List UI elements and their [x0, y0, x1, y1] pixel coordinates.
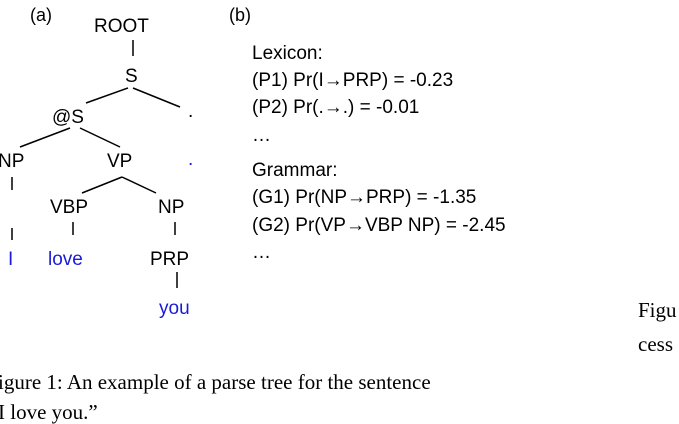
- edge-s-at-s: [85, 87, 129, 104]
- side-text-line2: cess: [638, 332, 673, 356]
- rule-g1: (G1) Pr(NP→PRP) = -1.35: [252, 187, 477, 208]
- edge-s-period: [132, 87, 181, 108]
- rule-p2: (P2) Pr(.→.) = -0.01: [252, 97, 420, 118]
- lexicon-ellipsis: …: [252, 125, 271, 146]
- rule-g2: (G2) Pr(VP→VBP NP) = -2.45: [252, 215, 506, 236]
- rule-p1: (P1) Pr(I→PRP) = -0.23: [252, 70, 454, 91]
- figure-caption-line1: igure 1: An example of a parse tree for …: [0, 370, 431, 394]
- tree-node-np-right: NP: [158, 197, 185, 218]
- tree-node-at-s: @S: [52, 107, 84, 128]
- edge-vp-vbp: [81, 176, 123, 194]
- parse-tree-edges: [11, 40, 181, 288]
- lexicon-header: Lexicon:: [252, 43, 323, 64]
- side-text-line1: Figu: [638, 298, 677, 322]
- tree-node-vbp: VBP: [50, 197, 89, 218]
- tree-word-period: .: [188, 149, 194, 170]
- tree-node-vp: VP: [107, 151, 133, 172]
- edge-at-s-vp: [79, 127, 121, 148]
- tree-node-root: ROOT: [94, 16, 149, 37]
- grammar-header: Grammar:: [252, 160, 338, 181]
- tree-node-s: S: [125, 66, 138, 87]
- figure-caption-line2: I love you.”: [0, 400, 98, 424]
- grammar-ellipsis: …: [252, 242, 271, 263]
- tree-word-i: I: [8, 249, 14, 270]
- edge-at-s-np: [19, 127, 71, 148]
- tree-word-you: you: [159, 298, 190, 319]
- tree-node-prp: PRP: [150, 249, 190, 270]
- tree-node-np-left: NP: [0, 151, 25, 172]
- edge-vp-np: [121, 176, 157, 194]
- panel-a-label: (a): [30, 5, 52, 25]
- panel-b-label: (b): [229, 5, 251, 25]
- tree-node-period: .: [188, 101, 194, 122]
- tree-word-love: love: [48, 249, 83, 270]
